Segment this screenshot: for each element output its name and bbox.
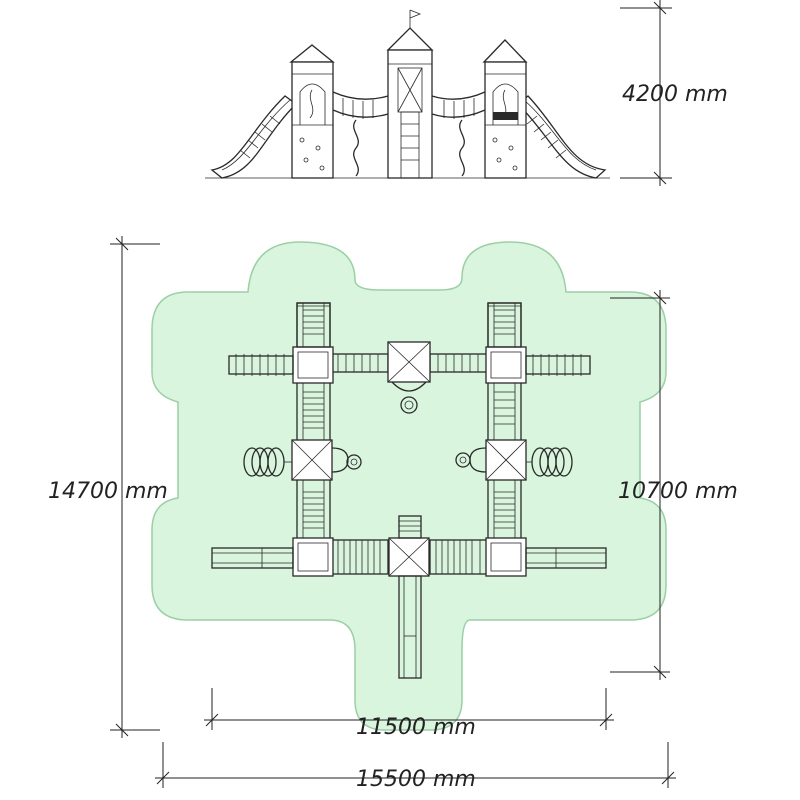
- inner-width-dimension: [204, 688, 614, 730]
- elevation-view: 4200 mm: [205, 0, 728, 186]
- arched-bridges-elevation: [332, 91, 486, 119]
- right-slide-elevation: [517, 95, 607, 179]
- left-tower-elevation: [289, 44, 335, 179]
- round-features-plan: [331, 447, 487, 473]
- climbing-rings-plan: [243, 447, 573, 477]
- bottom-side-slides-plan: [211, 547, 607, 569]
- height-dimension-label: 4200 mm: [622, 82, 728, 107]
- plan-view: 14700 mm 10700 mm 11500 mm 15500 mm: [48, 236, 738, 792]
- overall-width-dimension: [155, 742, 676, 788]
- top-slides-plan: [296, 302, 522, 348]
- roofed-towers-plan: [291, 341, 527, 577]
- safety-zone-area: [151, 241, 667, 731]
- tower-platforms-plan: [292, 346, 527, 577]
- right-tower-elevation: [482, 39, 528, 179]
- height-dimension: [620, 0, 672, 186]
- center-tower-elevation: [386, 9, 434, 179]
- tube-tunnels-plan: [228, 354, 591, 376]
- inner-depth-label: 10700 mm: [618, 479, 738, 504]
- overall-depth-dimension: [110, 236, 160, 738]
- overall-depth-label: 14700 mm: [48, 479, 168, 504]
- left-slide-elevation: [210, 95, 297, 179]
- inner-depth-dimension: [610, 290, 670, 680]
- center-ladder-and-slide-plan: [398, 515, 422, 679]
- climbing-ropes-elevation: [353, 119, 465, 177]
- inner-width-label: 11500 mm: [356, 715, 476, 740]
- overall-width-label: 15500 mm: [356, 767, 476, 792]
